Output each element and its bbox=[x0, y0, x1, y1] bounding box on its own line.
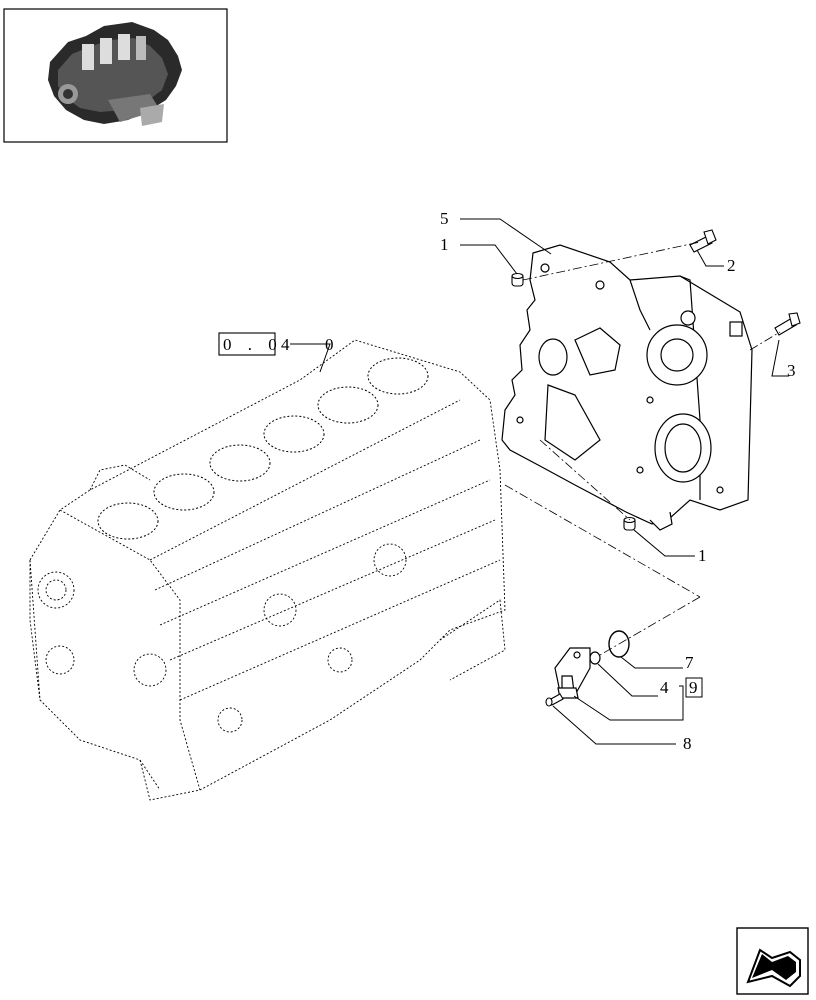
callout-8[interactable]: 8 bbox=[683, 734, 692, 753]
callout-2[interactable]: 2 bbox=[727, 256, 736, 275]
cover-plate bbox=[554, 647, 591, 699]
engine-thumbnail-icon bbox=[48, 22, 182, 126]
next-page-arrow-icon bbox=[746, 948, 801, 988]
callout-4[interactable]: 4 bbox=[660, 678, 669, 697]
callout-3[interactable]: 3 bbox=[787, 361, 796, 380]
seal-ring-4 bbox=[589, 651, 601, 665]
engine-thumbnail[interactable] bbox=[3, 8, 228, 143]
reference-callout[interactable]: 0 . 0 4 0 bbox=[218, 332, 334, 356]
callout-9: 9 bbox=[689, 678, 698, 697]
dowel-pin-top bbox=[511, 272, 524, 287]
next-page-button[interactable] bbox=[736, 927, 809, 995]
gear-housing bbox=[501, 244, 753, 531]
callout-1-bottom[interactable]: 1 bbox=[698, 546, 707, 565]
screw-8 bbox=[545, 693, 564, 707]
assembly-centerlines bbox=[504, 241, 781, 656]
leader-lines bbox=[290, 218, 789, 745]
cylinder-bores bbox=[97, 357, 429, 540]
bolt-2 bbox=[689, 229, 717, 253]
o-ring-7 bbox=[608, 630, 630, 658]
engine-block-outline bbox=[29, 339, 506, 801]
callout-7[interactable]: 7 bbox=[685, 653, 694, 672]
callout-5[interactable]: 5 bbox=[440, 209, 449, 228]
dowel-pin-bottom bbox=[623, 516, 636, 531]
reference-suffix-a: 4 bbox=[281, 335, 290, 354]
callout-1-top[interactable]: 1 bbox=[440, 235, 449, 254]
reference-boxed-text: 0 . 0 bbox=[223, 335, 283, 354]
reference-suffix-b: 0 bbox=[325, 335, 334, 354]
bolt-3 bbox=[774, 312, 801, 336]
callout-9-box[interactable]: 9 bbox=[685, 677, 703, 698]
